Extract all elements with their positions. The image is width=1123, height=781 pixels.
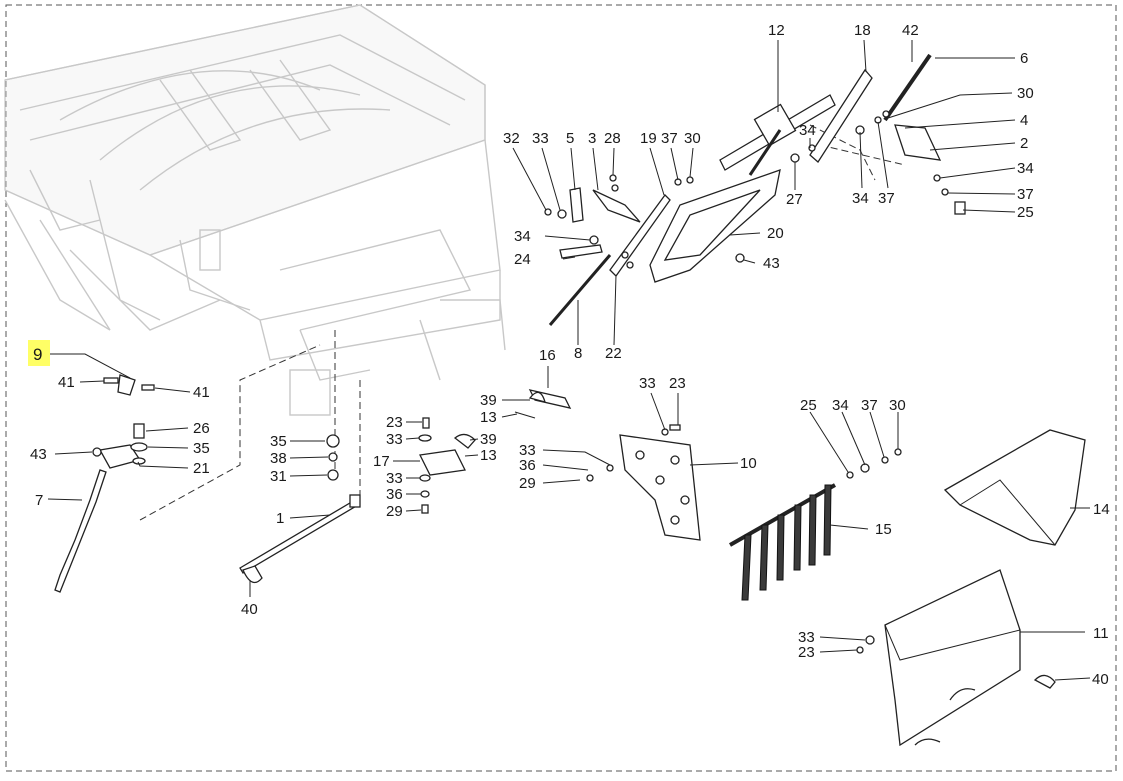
label-part-26[interactable]: 26 [193,420,210,437]
label-part-30[interactable]: 30 [889,397,906,414]
label-part-20[interactable]: 20 [767,225,784,242]
label-part-32[interactable]: 32 [503,130,520,147]
label-part-34[interactable]: 34 [852,190,869,207]
label-part-3[interactable]: 3 [588,130,596,147]
label-part-40[interactable]: 40 [241,601,258,618]
ghost-spreader-body [4,4,506,416]
leader-lines [47,39,1091,681]
label-part-33[interactable]: 33 [798,629,815,646]
label-part-23[interactable]: 23 [669,375,686,392]
label-part-37[interactable]: 37 [661,130,678,147]
label-part-19[interactable]: 19 [640,130,657,147]
label-part-14[interactable]: 14 [1093,501,1110,518]
part-cover-14 [943,429,1086,546]
label-part-35[interactable]: 35 [270,433,287,450]
label-part-36[interactable]: 36 [386,486,403,503]
label-part-17[interactable]: 17 [373,453,390,470]
label-part-33[interactable]: 33 [639,375,656,392]
label-part-42[interactable]: 42 [902,22,919,39]
label-part-33[interactable]: 33 [532,130,549,147]
label-part-31[interactable]: 31 [270,468,287,485]
highlight-part-9 [28,340,50,366]
label-part-37[interactable]: 37 [861,397,878,414]
label-part-40[interactable]: 40 [1092,671,1109,688]
label-part-37[interactable]: 37 [878,190,895,207]
label-part-1[interactable]: 1 [276,510,284,527]
label-part-23[interactable]: 23 [798,644,815,661]
part-rod-7 [54,374,155,593]
part-panel-20 [649,169,781,283]
label-part-18[interactable]: 18 [854,22,871,39]
label-part-9[interactable]: 9 [33,345,42,364]
part-bracket-16 [514,389,572,419]
label-part-34[interactable]: 34 [799,122,816,139]
label-part-25[interactable]: 25 [800,397,817,414]
label-part-35[interactable]: 35 [193,440,210,457]
label-part-29[interactable]: 29 [519,475,536,492]
label-part-39[interactable]: 39 [480,392,497,409]
label-part-8[interactable]: 8 [574,345,582,362]
label-part-34[interactable]: 34 [1017,160,1034,177]
part-rod-1 [239,434,361,584]
label-part-21[interactable]: 21 [193,460,210,477]
label-part-10[interactable]: 10 [740,455,757,472]
label-part-34[interactable]: 34 [514,228,531,245]
label-part-28[interactable]: 28 [604,130,621,147]
label-part-13[interactable]: 13 [480,409,497,426]
label-part-7[interactable]: 7 [35,492,43,509]
label-part-37[interactable]: 37 [1017,186,1034,203]
label-part-4[interactable]: 4 [1020,112,1028,129]
label-part-24[interactable]: 24 [514,251,531,268]
label-part-27[interactable]: 27 [786,191,803,208]
part-number-labels: 9 41 41 43 26 35 21 7 35 38 31 1 40 23 3… [30,22,1110,688]
label-part-33[interactable]: 33 [386,470,403,487]
label-part-2[interactable]: 2 [1020,135,1028,152]
label-part-29[interactable]: 29 [386,503,403,520]
label-part-38[interactable]: 38 [270,450,287,467]
label-part-41[interactable]: 41 [193,384,210,401]
label-part-5[interactable]: 5 [566,130,574,147]
label-part-23[interactable]: 23 [386,414,403,431]
label-part-43[interactable]: 43 [30,446,47,463]
label-part-12[interactable]: 12 [768,22,785,39]
label-part-22[interactable]: 22 [605,345,622,362]
part-bracket-17 [418,417,476,514]
part-linkage-cluster [544,174,694,326]
part-plate-10 [586,424,701,541]
label-part-41[interactable]: 41 [58,374,75,391]
part-shaft-12 [719,53,966,215]
label-part-36[interactable]: 36 [519,457,536,474]
label-part-11[interactable]: 11 [1093,625,1109,642]
label-part-30[interactable]: 30 [1017,85,1034,102]
label-part-33[interactable]: 33 [519,442,536,459]
label-part-33[interactable]: 33 [386,431,403,448]
label-part-13[interactable]: 13 [480,447,497,464]
part-chain-15 [729,448,902,601]
label-part-34[interactable]: 34 [832,397,849,414]
label-part-25[interactable]: 25 [1017,204,1034,221]
label-part-39[interactable]: 39 [480,431,497,448]
label-part-15[interactable]: 15 [875,521,892,538]
part-plate-11 [856,569,1056,747]
label-part-16[interactable]: 16 [539,347,556,364]
label-part-30[interactable]: 30 [684,130,701,147]
label-part-6[interactable]: 6 [1020,50,1028,67]
label-part-43[interactable]: 43 [763,255,780,272]
drawing-frame [5,4,1117,772]
